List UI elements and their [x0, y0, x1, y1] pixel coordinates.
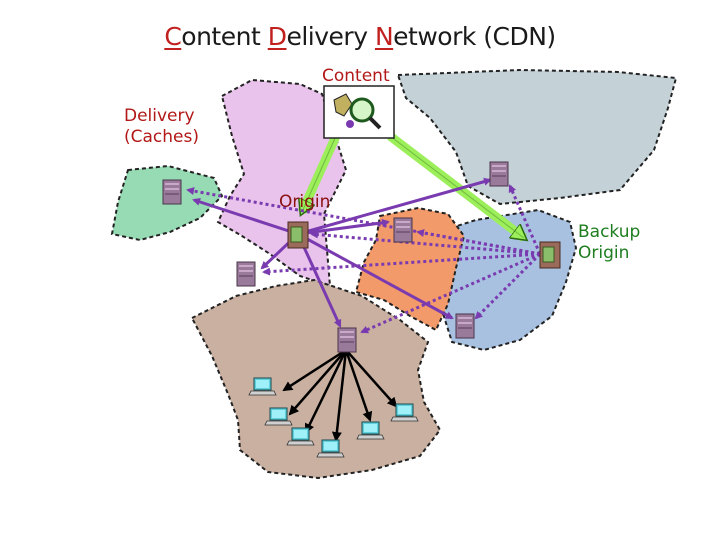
region-orange [354, 206, 466, 332]
server-icon [489, 161, 509, 187]
title-text-3: etwork (CDN) [393, 22, 556, 51]
content-to-origin-arrow-outline [301, 135, 337, 213]
origin-server-icon [287, 221, 309, 249]
region-grey [396, 68, 678, 206]
diagram-title: Content Delivery Network (CDN) [0, 22, 720, 51]
server-icon [236, 261, 256, 287]
title-initial-d: D [267, 22, 287, 51]
server-icon [337, 327, 357, 353]
title-initial-n: N [374, 22, 394, 51]
content-to-backup-arrow-outline [389, 135, 525, 239]
server-icon [162, 179, 182, 205]
origin-server-icon [539, 241, 561, 269]
title-text-2: elivery [286, 22, 375, 51]
delivery-label: Delivery (Caches) [124, 106, 199, 148]
backup-distribution-arrows [186, 184, 542, 334]
content-search-icon [323, 85, 395, 139]
backup-label-line1: Backup [578, 222, 641, 242]
delivery-label-line1: Delivery [124, 106, 195, 126]
client-delivery-arrows [282, 348, 398, 442]
server-icon [393, 217, 413, 243]
backup-origin-label: Backup Origin [578, 222, 640, 264]
content-label: Content [322, 66, 390, 86]
delivery-label-line2: (Caches) [124, 127, 199, 147]
title-initial-c: C [164, 22, 182, 51]
origin-label: Origin [279, 192, 331, 212]
content-to-origin-arrow [302, 134, 341, 212]
backup-label-line2: Origin [578, 243, 630, 263]
server-icon [455, 313, 475, 339]
content-to-backup-arrow [387, 132, 524, 242]
title-text-1: ontent [181, 22, 268, 51]
